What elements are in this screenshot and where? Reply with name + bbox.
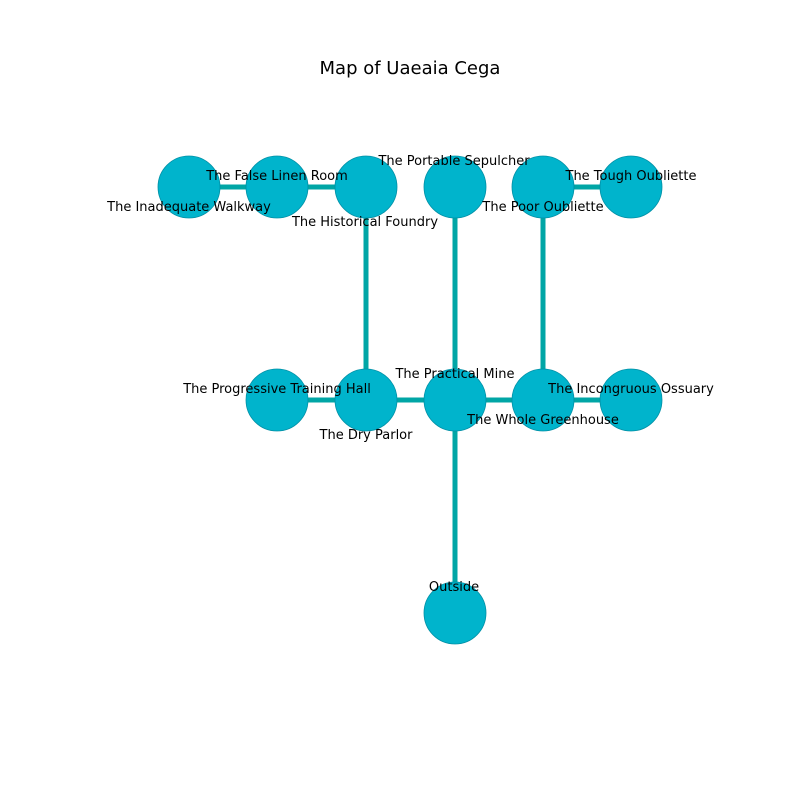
- room-node-dry-parlor[interactable]: [334, 368, 398, 432]
- room-label-poor-oubliette: The Poor Oubliette: [481, 200, 603, 215]
- room-node-progressive-training-hall[interactable]: [245, 368, 309, 432]
- room-label-tough-oubliette: The Tough Oubliette: [565, 169, 697, 184]
- room-node-portable-sepulcher[interactable]: [423, 155, 487, 219]
- room-node-poor-oubliette[interactable]: [511, 155, 575, 219]
- room-label-inadequate-walkway: The Inadequate Walkway: [106, 200, 271, 215]
- labels-layer: The Inadequate Walkway The False Linen Ro…: [106, 154, 714, 595]
- room-node-practical-mine[interactable]: [423, 368, 487, 432]
- room-label-whole-greenhouse: The Whole Greenhouse: [466, 413, 619, 428]
- room-label-progressive-training-hall: The Progressive Training Hall: [182, 382, 371, 397]
- room-node-incongruous-ossuary[interactable]: [599, 368, 663, 432]
- room-label-false-linen-room: The False Linen Room: [205, 169, 348, 184]
- room-node-whole-greenhouse[interactable]: [511, 368, 575, 432]
- room-label-dry-parlor: The Dry Parlor: [319, 428, 414, 443]
- room-label-practical-mine: The Practical Mine: [394, 367, 514, 382]
- room-node-false-linen-room[interactable]: [245, 155, 309, 219]
- room-node-inadequate-walkway[interactable]: [157, 155, 221, 219]
- room-label-portable-sepulcher: The Portable Sepulcher: [377, 154, 530, 169]
- room-node-outside[interactable]: [423, 581, 487, 645]
- rooms-layer: [157, 155, 663, 645]
- map-title: Map of Uaeaia Cega: [320, 58, 501, 79]
- room-node-historical-foundry[interactable]: [334, 155, 398, 219]
- room-node-tough-oubliette[interactable]: [599, 155, 663, 219]
- room-label-incongruous-ossuary: The Incongruous Ossuary: [547, 382, 714, 397]
- room-label-historical-foundry: The Historical Foundry: [291, 215, 438, 230]
- room-label-outside: Outside: [429, 580, 479, 595]
